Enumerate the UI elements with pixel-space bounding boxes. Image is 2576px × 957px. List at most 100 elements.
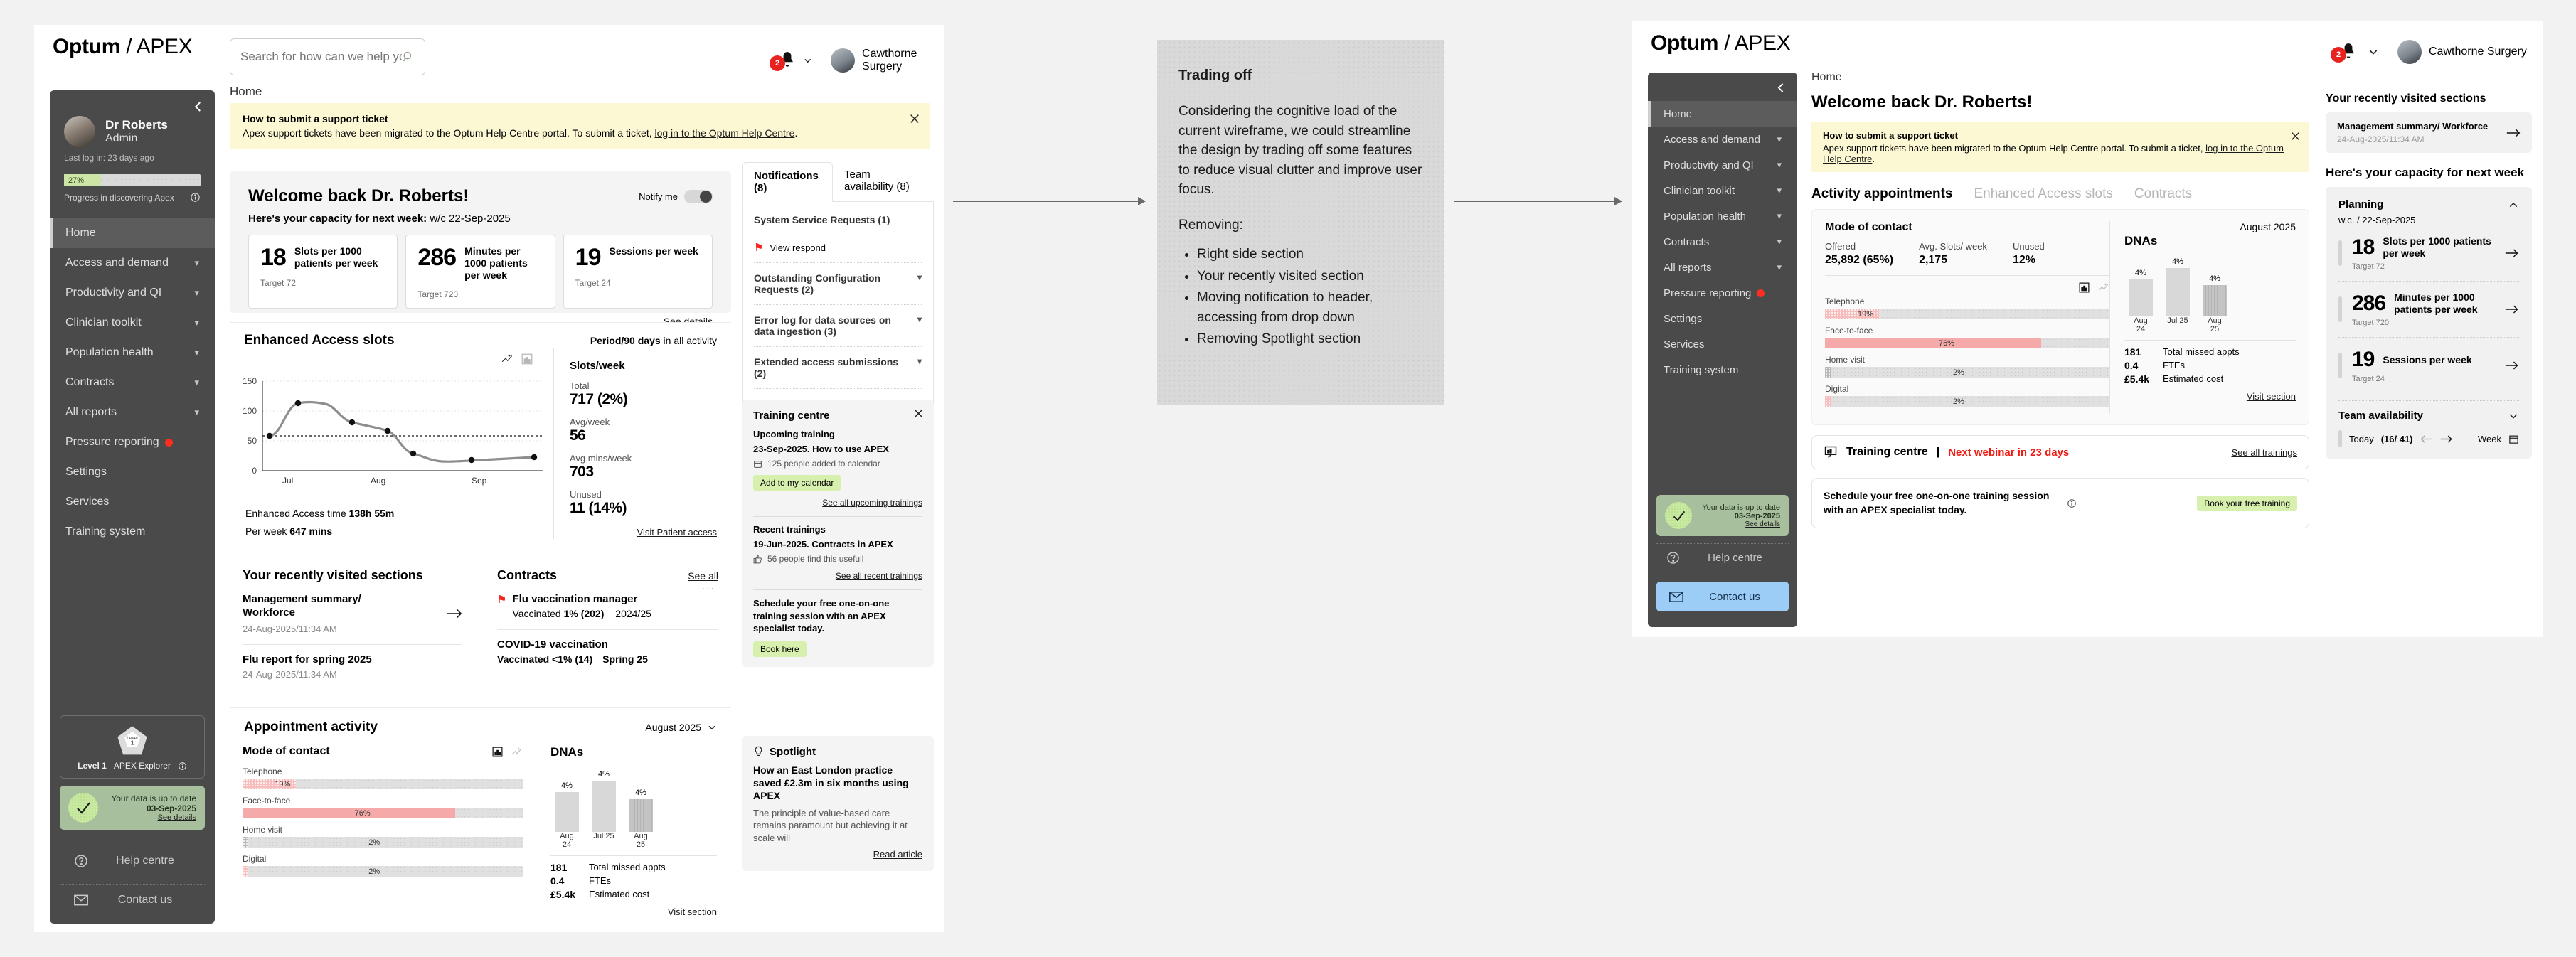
- contact-us-button[interactable]: Contact us: [1656, 582, 1789, 611]
- chevron-down-icon[interactable]: ▾: [194, 407, 199, 417]
- data-status-link[interactable]: See details: [157, 813, 196, 822]
- ellipsis-icon[interactable]: ...: [701, 580, 715, 592]
- notifications-bell[interactable]: 2: [770, 48, 796, 73]
- sidebar-item-population-health[interactable]: Population health▾: [1648, 203, 1797, 229]
- sparkle-trend-icon[interactable]: [2097, 282, 2109, 294]
- sidebar-item-clinician-toolkit[interactable]: Clinician toolkit▾: [1648, 178, 1797, 203]
- sidebar-item-help-centre[interactable]: Help centre: [1656, 544, 1789, 572]
- tab-contracts[interactable]: Contracts: [2134, 186, 2193, 201]
- sidebar-item-clinician-toolkit[interactable]: Clinician toolkit▾: [50, 308, 215, 338]
- chevron-up-icon[interactable]: [2508, 199, 2519, 210]
- data-status-card[interactable]: Your data is up to date 03-Sep-2025 See …: [60, 786, 205, 830]
- month-selector[interactable]: August 2025: [645, 722, 717, 733]
- banner-link[interactable]: log in to the Optum Help Centre: [654, 127, 795, 139]
- notification-group[interactable]: Error log for data sources on data inges…: [754, 305, 922, 347]
- data-status-card[interactable]: Your data is up to date 03-Sep-2025 See …: [1656, 495, 1789, 536]
- chevron-down-icon[interactable]: [2368, 46, 2379, 58]
- arrow-left-icon[interactable]: [2420, 434, 2433, 444]
- bar-chart-icon[interactable]: [491, 746, 504, 758]
- chevron-down-icon[interactable]: ▾: [917, 356, 922, 366]
- sidebar-item-contracts[interactable]: Contracts▾: [1648, 229, 1797, 255]
- sidebar-item-services[interactable]: Services: [1648, 331, 1797, 357]
- close-icon[interactable]: [2290, 131, 2301, 141]
- tab-notifications[interactable]: Notifications (8): [742, 162, 834, 202]
- arrow-right-icon[interactable]: [2505, 304, 2519, 314]
- chevron-down-icon[interactable]: ▾: [1777, 236, 1782, 247]
- chevron-down-icon[interactable]: ▾: [917, 314, 922, 324]
- chevron-down-icon[interactable]: ▾: [1777, 210, 1782, 221]
- arrow-right-icon[interactable]: [2505, 248, 2519, 258]
- close-icon[interactable]: [909, 113, 920, 124]
- chevron-left-icon[interactable]: [192, 100, 205, 113]
- book-free-training-button[interactable]: Book your free training: [2197, 495, 2297, 511]
- chevron-down-icon[interactable]: ▾: [194, 377, 199, 387]
- recently-visited-item[interactable]: Management summary/ Workforce 24-Aug-202…: [2326, 112, 2532, 153]
- data-status-link[interactable]: See details: [1745, 520, 1780, 528]
- search-box[interactable]: [230, 38, 425, 75]
- bar-chart-icon[interactable]: [521, 353, 533, 365]
- chevron-down-icon[interactable]: [803, 55, 812, 66]
- list-item[interactable]: Management summary/ Workforce 24-Aug-202…: [230, 583, 475, 634]
- sidebar-item-contracts[interactable]: Contracts▾: [50, 368, 215, 397]
- read-article-link[interactable]: Read article: [873, 849, 922, 860]
- visit-section-link[interactable]: Visit section: [2246, 391, 2296, 402]
- sidebar-item-pressure-reporting[interactable]: Pressure reporting: [50, 427, 215, 457]
- brand-logo[interactable]: Optum / APEX: [53, 35, 193, 59]
- chevron-down-icon[interactable]: ▾: [194, 347, 199, 358]
- sparkle-trend-icon[interactable]: [501, 353, 513, 365]
- sidebar-item-help-centre[interactable]: Help centre: [60, 845, 205, 877]
- sidebar-item-contact-us[interactable]: Contact us: [60, 885, 205, 915]
- team-availability-header[interactable]: Team availability: [2338, 400, 2519, 422]
- visit-section-link[interactable]: Visit section: [667, 907, 717, 917]
- chevron-down-icon[interactable]: ▾: [194, 257, 199, 268]
- arrow-right-icon[interactable]: [447, 608, 462, 619]
- breadcrumb[interactable]: Home: [230, 85, 262, 98]
- sidebar-item-access-and-demand[interactable]: Access and demand▾: [50, 248, 215, 278]
- list-item[interactable]: Flu report for spring 2025 24-Aug-2025/1…: [230, 645, 475, 680]
- notify-me-toggle[interactable]: [684, 189, 713, 203]
- list-item[interactable]: ⚑ Flu vaccination manager Vaccinated 1% …: [484, 590, 731, 619]
- info-icon[interactable]: [178, 761, 187, 771]
- notification-group[interactable]: Outstanding Configuration Requests (2)▾: [754, 263, 922, 305]
- add-to-calendar-button[interactable]: Add to my calendar: [753, 475, 841, 491]
- chevron-down-icon[interactable]: ▾: [1777, 185, 1782, 196]
- sidebar-item-settings[interactable]: Settings: [50, 457, 215, 487]
- sidebar-item-productivity-and-qi[interactable]: Productivity and QI▾: [1648, 152, 1797, 178]
- see-all-trainings-link[interactable]: See all trainings: [2231, 447, 2298, 458]
- sparkle-trend-icon[interactable]: [511, 746, 523, 758]
- notification-group[interactable]: System Service Requests (1): [754, 205, 922, 235]
- org-avatar[interactable]: [2397, 40, 2422, 64]
- tab-team-availability[interactable]: Team availability (8): [844, 169, 910, 193]
- chevron-down-icon[interactable]: ▾: [917, 272, 922, 282]
- brand-logo[interactable]: Optum / APEX: [1651, 31, 1791, 55]
- sidebar-item-settings[interactable]: Settings: [1648, 306, 1797, 331]
- sidebar-item-all-reports[interactable]: All reports▾: [50, 397, 215, 427]
- arrow-right-icon[interactable]: [2440, 434, 2453, 444]
- sidebar-item-population-health[interactable]: Population health▾: [50, 338, 215, 368]
- org-avatar[interactable]: [831, 48, 856, 73]
- arrow-right-icon[interactable]: [2505, 360, 2519, 370]
- tab-enhanced-access-slots[interactable]: Enhanced Access slots: [1974, 186, 2113, 201]
- sidebar-item-training-system[interactable]: Training system: [1648, 357, 1797, 383]
- sidebar-item-training-system[interactable]: Training system: [50, 517, 215, 547]
- chevron-left-icon[interactable]: [1775, 82, 1787, 94]
- bar-chart-icon[interactable]: [2078, 282, 2090, 294]
- sidebar-item-all-reports[interactable]: All reports▾: [1648, 255, 1797, 280]
- visit-patient-access-link[interactable]: Visit Patient access: [637, 527, 717, 538]
- notification-item[interactable]: ⚑View respond: [754, 235, 922, 263]
- sidebar-item-home[interactable]: Home: [50, 218, 215, 248]
- close-icon[interactable]: [913, 408, 924, 419]
- sidebar-item-services[interactable]: Services: [50, 487, 215, 517]
- arrow-right-icon[interactable]: [2506, 128, 2521, 138]
- training-centre-row[interactable]: Training centre | Next webinar in 23 day…: [1811, 435, 2309, 469]
- breadcrumb[interactable]: Home: [1811, 71, 1842, 83]
- notifications-bell[interactable]: 2: [2331, 40, 2361, 64]
- tab-activity-appointments[interactable]: Activity appointments: [1811, 186, 1953, 201]
- sidebar-item-productivity-and-qi[interactable]: Productivity and QI▾: [50, 278, 215, 308]
- week-label[interactable]: Week: [2478, 433, 2501, 444]
- chevron-down-icon[interactable]: ▾: [194, 287, 199, 298]
- level-badge[interactable]: Level 1 Level 1 APEX Explorer: [60, 715, 205, 779]
- info-icon[interactable]: [2067, 498, 2077, 508]
